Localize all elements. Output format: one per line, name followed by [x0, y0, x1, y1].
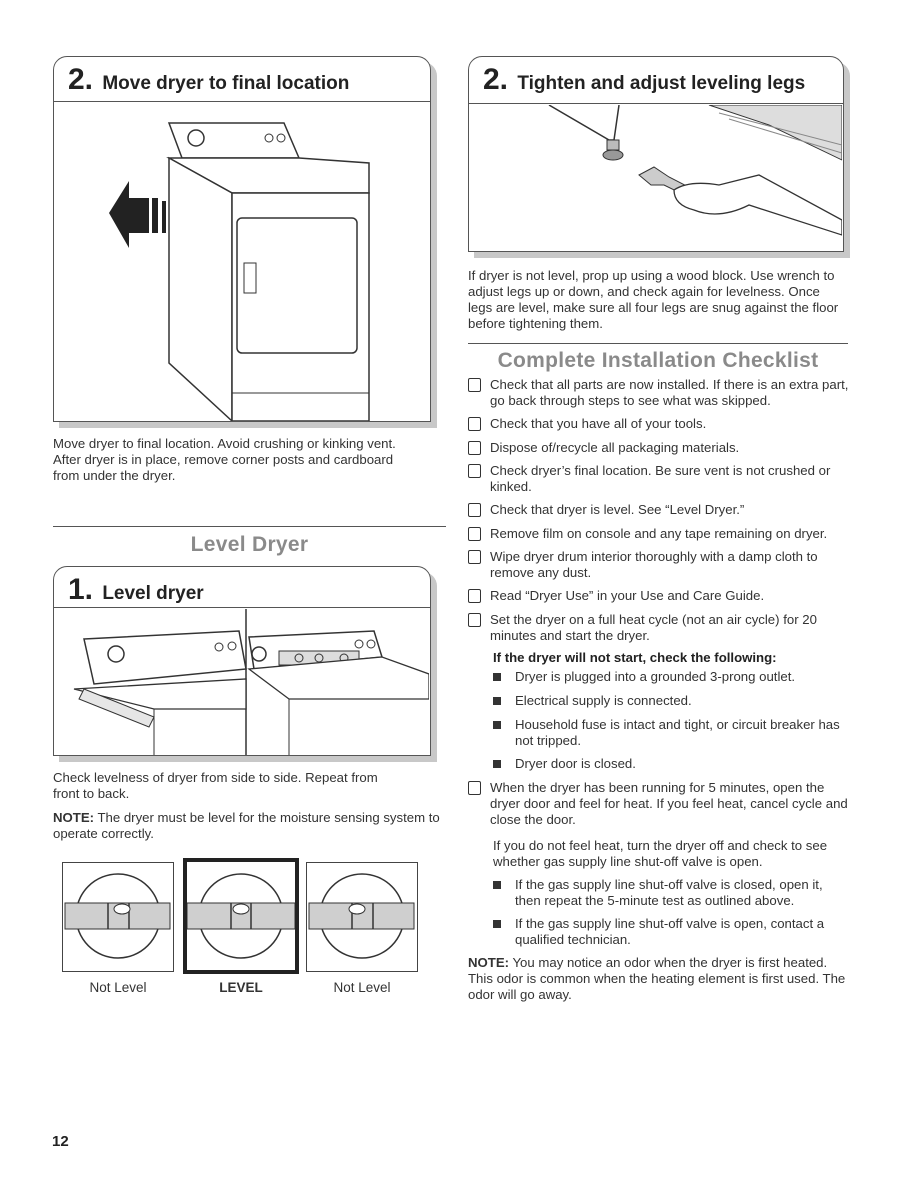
bullet-icon — [493, 760, 501, 768]
step-number: 2. — [483, 63, 509, 96]
wont-start-heading: If the dryer will not start, check the f… — [493, 650, 777, 665]
title-divider — [54, 607, 430, 608]
level-dryer-heading: Level Dryer — [190, 533, 309, 556]
checkbox[interactable] — [468, 503, 481, 517]
hand-icon — [673, 174, 842, 236]
title-divider — [54, 101, 430, 102]
level-caption-level: LEVEL — [219, 980, 263, 995]
step-title-text: Level dryer — [102, 583, 204, 604]
checkbox[interactable] — [468, 464, 481, 478]
checkbox[interactable] — [468, 550, 481, 564]
step-title: 2. Move dryer to final location — [68, 63, 349, 97]
bullet-icon — [493, 881, 501, 889]
wrench-leveling-illustration — [548, 105, 842, 236]
step-number: 1. — [68, 573, 94, 606]
checkbox[interactable] — [468, 417, 481, 431]
step-title-text: Tighten and adjust leveling legs — [517, 73, 806, 94]
level-diagram-not-level-left — [62, 862, 174, 972]
level-check-illustration — [73, 609, 429, 755]
note-label: NOTE: — [53, 810, 95, 825]
step-title: 2. Tighten and adjust leveling legs — [483, 63, 805, 97]
move-dryer-caption: Move dryer to final location. Avoid crus… — [53, 436, 396, 483]
move-arrow-icon — [109, 181, 166, 248]
final-note: NOTE: You may notice an odor when the dr… — [468, 955, 848, 1003]
level-caption-not-level-right: Not Level — [333, 980, 391, 995]
checkbox[interactable] — [468, 441, 481, 455]
level-caption: Check levelness of dryer from side to si… — [53, 770, 378, 801]
checklist-heading: Complete Installation Checklist — [497, 349, 819, 372]
level-note: NOTE: The dryer must be level for the mo… — [53, 810, 443, 842]
level-diagram-not-level-right — [306, 862, 418, 972]
level-caption-not-level-left: Not Level — [89, 980, 147, 995]
checkbox[interactable] — [468, 378, 481, 392]
checkbox[interactable] — [468, 589, 481, 603]
step-title-text: Move dryer to final location — [102, 73, 350, 94]
dryer-illustration — [109, 122, 370, 421]
section-divider — [53, 526, 446, 527]
checkbox[interactable] — [468, 781, 481, 795]
no-heat-text: If you do not feel heat, turn the dryer … — [493, 838, 828, 869]
checkbox[interactable] — [468, 527, 481, 541]
bullet-icon — [493, 721, 501, 729]
note-label: NOTE: — [468, 955, 510, 970]
note-text: The dryer must be level for the moisture… — [53, 810, 440, 841]
tighten-legs-step-panel: 2. Tighten and adjust leveling legs — [468, 56, 844, 252]
note-text: You may notice an odor when the dryer is… — [468, 955, 846, 1002]
bullet-icon — [493, 697, 501, 705]
page-number: 12 — [52, 1133, 69, 1150]
step-title: 1. Level dryer — [68, 573, 204, 607]
section-divider — [468, 343, 848, 344]
checkbox[interactable] — [468, 613, 481, 627]
level-dryer-step-panel: 1. Level dryer — [53, 566, 431, 756]
bullet-icon — [493, 920, 501, 928]
title-divider — [469, 103, 843, 104]
step-number: 2. — [68, 63, 94, 96]
bullet-icon — [493, 673, 501, 681]
tighten-legs-caption: If dryer is not level, prop up using a w… — [468, 268, 839, 331]
level-diagram-level — [183, 858, 299, 974]
move-dryer-step-panel: 2. Move dryer to final location — [53, 56, 431, 422]
